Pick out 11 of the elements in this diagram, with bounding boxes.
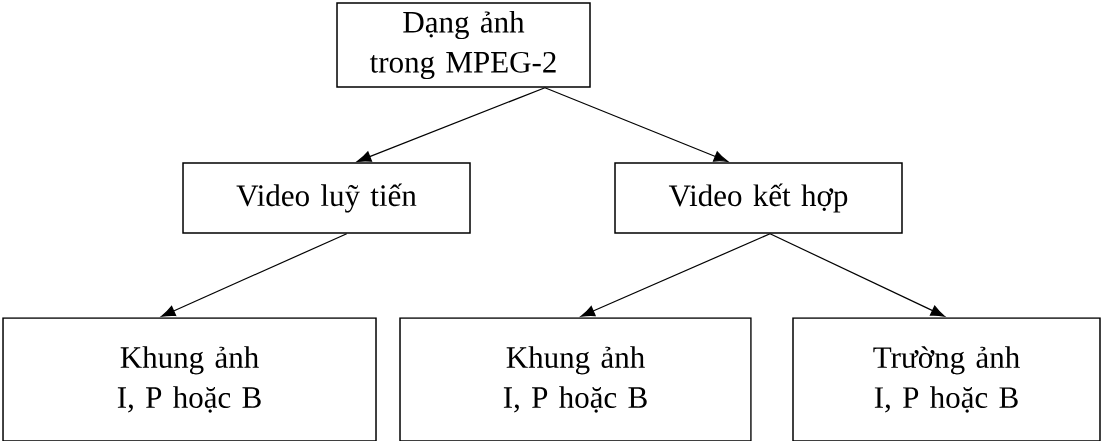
text-box: Khung ảnh I, P hoặc B	[2, 317, 377, 441]
text-box: Video luỹ tiến	[182, 162, 471, 234]
arrow	[544, 87, 728, 162]
text-box: Trường ảnh I, P hoặc B	[792, 317, 1101, 441]
text-box: Video kết hợp	[614, 162, 903, 234]
arrow	[357, 87, 546, 162]
text-box: Khung ảnh I, P hoặc B	[399, 317, 752, 441]
arrow	[580, 233, 771, 317]
arrow	[769, 233, 945, 317]
text-box: Dạng ảnh trong MPEG-2	[336, 2, 591, 88]
arrow	[161, 233, 348, 317]
